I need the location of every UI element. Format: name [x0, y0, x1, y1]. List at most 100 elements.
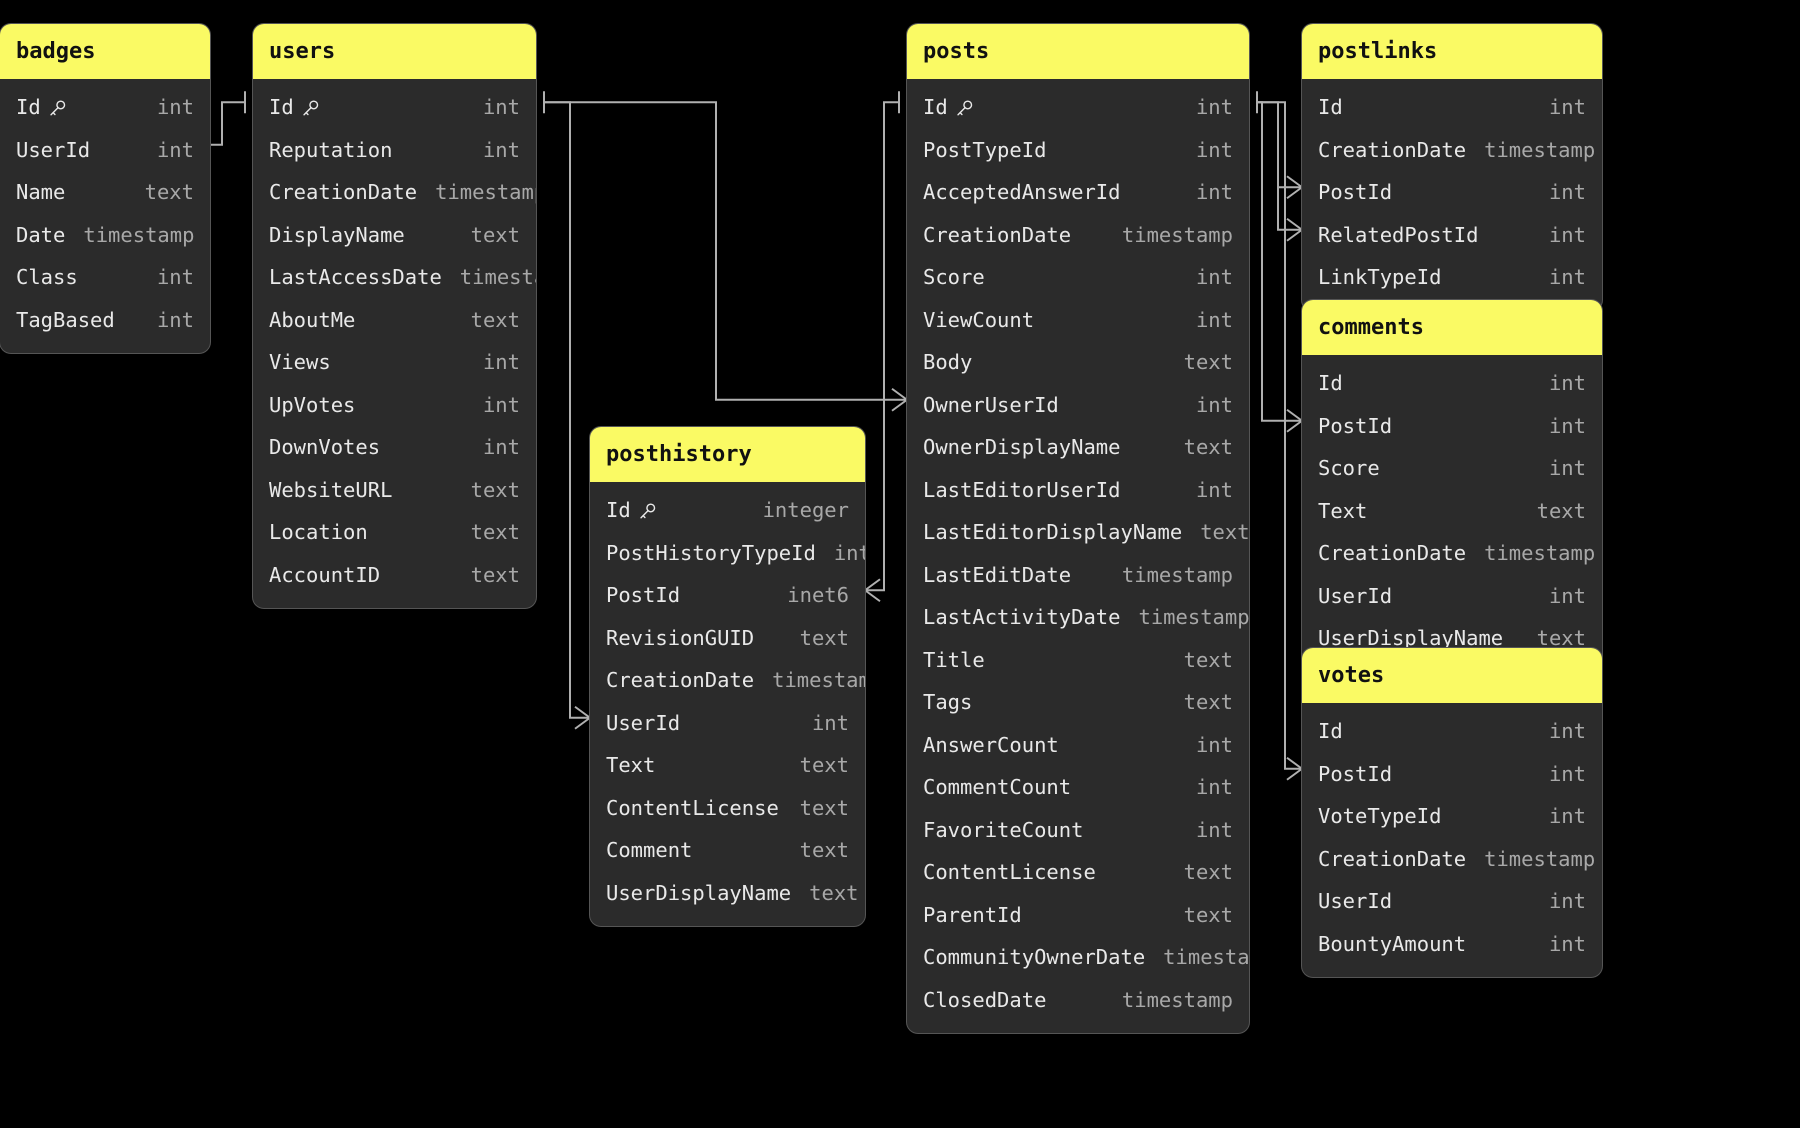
field-type: text [470, 477, 520, 502]
field-name-wrapper: AccountID [269, 563, 380, 587]
edge-marker-many-posts-owneruserid [891, 387, 908, 412]
field-type: timestamp [772, 668, 865, 693]
edge-posts-votes [1257, 101, 1287, 770]
field-name-wrapper: AboutMe [269, 308, 355, 332]
field-name-wrapper: Id [1318, 719, 1343, 743]
field-name-wrapper: OwnerUserId [923, 393, 1059, 417]
key-icon [955, 99, 974, 118]
field-row[interactable]: CommunityOwnerDatetimestamp [907, 936, 1249, 979]
field-type: int [1548, 413, 1586, 438]
table-title-posts: posts [907, 24, 1249, 79]
field-name: Score [1318, 456, 1380, 481]
field-type: text [144, 180, 194, 205]
field-type: text [470, 222, 520, 247]
field-type: text [1183, 350, 1233, 375]
field-type: int [156, 95, 194, 120]
field-row[interactable]: LastAccessDatetimestamp [253, 256, 536, 299]
field-name: PostId [1318, 180, 1393, 205]
field-name: Tags [923, 690, 973, 715]
edge-posts-postlinks-relatedpostid [1277, 187, 1287, 231]
field-type: integer [762, 498, 849, 523]
field-name: CreationDate [269, 180, 418, 205]
field-name: LastEditDate [923, 562, 1072, 587]
field-name-wrapper: PostId [1318, 762, 1392, 786]
field-name: UpVotes [269, 392, 356, 417]
key-icon [638, 502, 657, 521]
